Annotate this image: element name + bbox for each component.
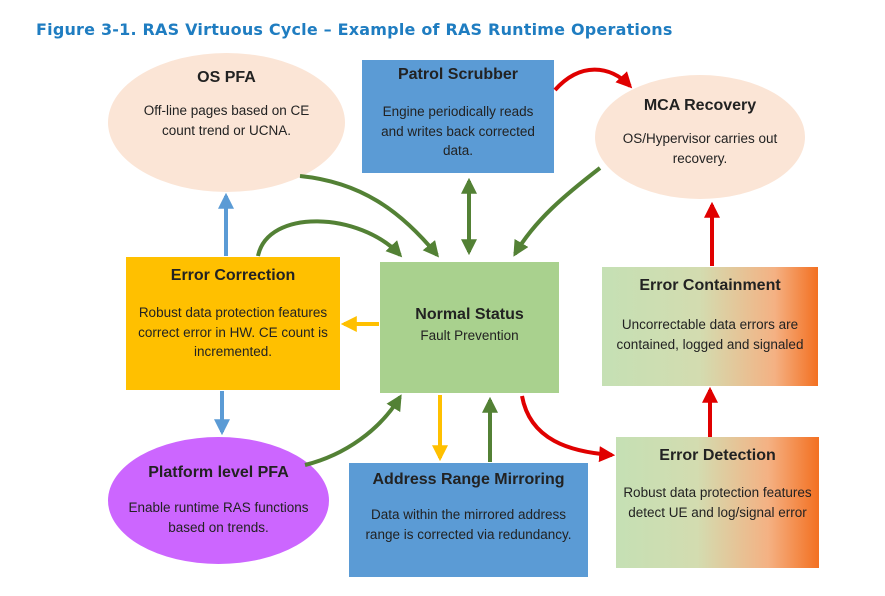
address-mirroring-title: Address Range Mirroring — [372, 471, 565, 488]
error-detection-node: Error Detection Robust data protection f… — [616, 437, 819, 568]
arrow-normal-to-detect — [520, 395, 616, 463]
error-correction-title: Error Correction — [170, 267, 296, 284]
mca-recovery-description: OS/Hypervisor carries out recovery. — [622, 131, 778, 166]
address-mirroring-node: Address Range Mirroring Data within the … — [349, 463, 588, 577]
error-correction-node: Error Correction Robust data protection … — [126, 257, 340, 390]
normal-status-node: Normal Status Fault Prevention — [380, 262, 559, 393]
os-pfa-title: OS PFA — [197, 69, 256, 86]
arrow-ospfa-to-normal — [299, 174, 440, 258]
address-mirroring-description: Data within the mirrored address range i… — [365, 507, 572, 542]
figure-caption: Figure 3-1. RAS Virtuous Cycle – Example… — [36, 20, 673, 39]
arrow-patrol-to-mca — [553, 67, 633, 92]
platform-pfa-node: Platform level PFA Enable runtime RAS fu… — [108, 437, 329, 564]
error-correction-description: Robust data protection features correct … — [138, 305, 328, 360]
error-containment-description: Uncorrectable data errors are contained,… — [616, 317, 804, 352]
mca-recovery-title: MCA Recovery — [643, 97, 757, 114]
os-pfa-description: Off-line pages based on CE count trend o… — [143, 103, 310, 138]
patrol-scrubber-title: Patrol Scrubber — [397, 66, 519, 83]
platform-pfa-title: Platform level PFA — [148, 464, 289, 481]
arrow-platform-to-normal — [304, 394, 402, 467]
arrow-errcorr-to-normal — [256, 219, 403, 258]
arrow-mca-to-normal — [513, 166, 602, 257]
error-containment-node: Error Containment Uncorrectable data err… — [602, 267, 818, 386]
os-pfa-node: OS PFA Off-line pages based on CE count … — [108, 53, 345, 192]
error-detection-description: Robust data protection features detect U… — [623, 485, 812, 520]
platform-pfa-description: Enable runtime RAS functions based on tr… — [128, 500, 309, 535]
patrol-scrubber-description: Engine periodically reads and writes bac… — [381, 104, 535, 159]
patrol-scrubber-node: Patrol Scrubber Engine periodically read… — [362, 60, 554, 173]
normal-status-description: Fault Prevention — [420, 328, 519, 343]
mca-recovery-node: MCA Recovery OS/Hypervisor carries out r… — [595, 75, 805, 199]
error-containment-title: Error Containment — [639, 277, 781, 294]
normal-status-title: Normal Status — [415, 306, 524, 323]
error-detection-title: Error Detection — [659, 447, 776, 464]
